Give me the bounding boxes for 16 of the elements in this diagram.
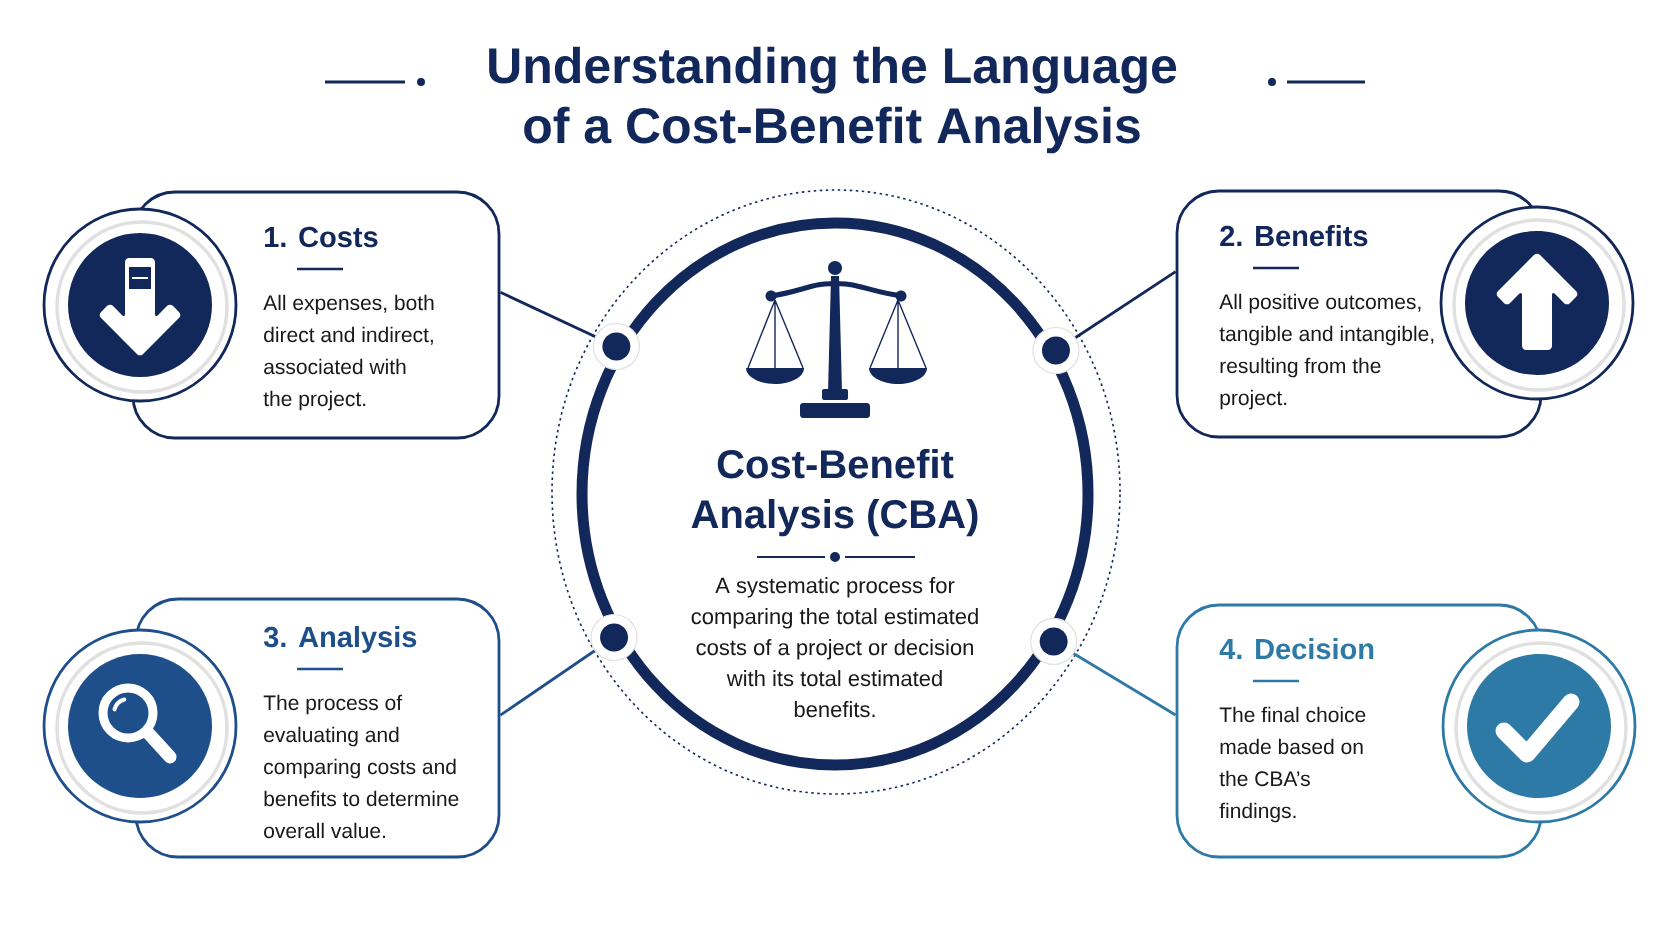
description: A systematic process for comparing the total estimated costs of a project or decision with its total estimated benefits. xyxy=(691,577,978,718)
connector-line xyxy=(1030,617,1177,717)
description: All expenses, both direct and indirect, associated with the project. xyxy=(263,294,434,411)
heading: Cost-Benefit Analysis (CBA) xyxy=(691,449,978,537)
connector-line xyxy=(1032,270,1177,375)
description: The process of evaluating and comparing costs and benefits to determine overall value. xyxy=(263,694,459,839)
hub-circle xyxy=(576,217,1094,771)
connector-line xyxy=(499,613,638,717)
title: Understanding the Language of a Cost-Benefit Analysis xyxy=(489,46,1177,154)
description: The final choice made based on the CBA’s findings. xyxy=(1219,706,1366,823)
connector-line xyxy=(499,291,640,371)
heading: 3. Analysis xyxy=(263,625,417,653)
heading: 2. Benefits xyxy=(1220,224,1368,247)
heading: 1. Costs xyxy=(265,226,378,248)
description: All positive outcomes, tangible and intangible, resulting from the project. xyxy=(1219,293,1434,410)
heading: 4. Decision xyxy=(1219,637,1374,660)
